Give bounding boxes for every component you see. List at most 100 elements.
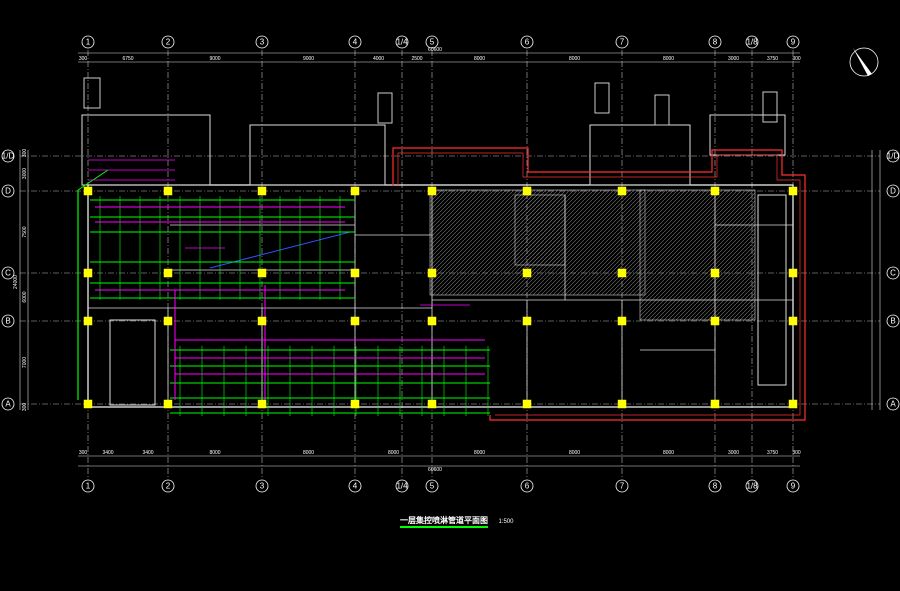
grid-label-row-left: 1/D: [2, 152, 15, 161]
grid-label-column-top: 4: [353, 38, 358, 47]
grid-label-column-top: 2: [166, 38, 171, 47]
dim-bottom: 8000: [388, 450, 399, 456]
structural-column: [788, 268, 798, 278]
grid-bubble: [348, 479, 362, 493]
fire-wall: [392, 147, 806, 421]
grid-bubble: [348, 35, 362, 49]
grid-label-row-left: B: [5, 317, 10, 326]
grid-label-column-bottom: 3: [260, 482, 265, 491]
grid-bubble: [161, 479, 175, 493]
structural-column: [427, 268, 437, 278]
dim-left: 300: [22, 149, 28, 158]
grid-label-row-right: B: [890, 317, 895, 326]
structural-column: [522, 316, 532, 326]
grid-bubble: [886, 184, 900, 198]
structural-column: [617, 268, 627, 278]
structural-column: [710, 399, 720, 409]
grid-bubble: [886, 314, 900, 328]
dim-top: 2500: [411, 56, 422, 62]
structural-column: [350, 399, 360, 409]
grid-label-row-left: A: [5, 400, 11, 409]
dim-bottom: 3750: [767, 450, 778, 456]
dim-top: 4000: [373, 56, 384, 62]
dim-top: 3750: [767, 56, 778, 62]
grid-bubble: [886, 397, 900, 411]
grid-label-column-top: 3: [260, 38, 265, 47]
structural-column: [522, 268, 532, 278]
hatched-room: [639, 189, 756, 321]
structural-column: [522, 186, 532, 196]
stair: [109, 319, 156, 406]
dim-left: 6000: [22, 291, 28, 302]
structural-column: [83, 186, 93, 196]
shaft: [594, 82, 610, 114]
grid-bubble: [161, 35, 175, 49]
annex-room: [589, 124, 691, 186]
dim-top: 6750: [122, 56, 133, 62]
grid-label-column-bottom: 6: [525, 482, 530, 491]
grid-label-column-bottom: 9: [791, 482, 796, 491]
grid-bubble: [886, 266, 900, 280]
dim-bottom: 3400: [102, 450, 113, 456]
grid-label-column-bottom: 4: [353, 482, 358, 491]
grid-bubble: [395, 35, 409, 49]
dim-top: 9000: [209, 56, 220, 62]
grid-label-column-top: 7: [620, 38, 625, 47]
grid-bubble: [520, 35, 534, 49]
structural-column: [163, 399, 173, 409]
grid-bubble: [1, 314, 15, 328]
dim-top: 300: [792, 56, 801, 62]
structural-column: [710, 186, 720, 196]
structural-column: [257, 316, 267, 326]
structural-column: [83, 399, 93, 409]
structural-column: [350, 186, 360, 196]
grid-label-column-top: 1: [86, 38, 91, 47]
grid-bubble: [615, 35, 629, 49]
grid-bubble: [745, 35, 759, 49]
structural-column: [788, 399, 798, 409]
grid-bubble: [425, 479, 439, 493]
dim-bottom: 8000: [569, 450, 580, 456]
structural-column: [788, 316, 798, 326]
shaft: [654, 94, 670, 126]
grid-label-column-bottom: 1: [86, 482, 91, 491]
shaft: [377, 92, 393, 124]
grid-bubble: [425, 35, 439, 49]
grid-bubble: [1, 149, 15, 163]
dim-top: 3000: [728, 56, 739, 62]
structural-column: [427, 186, 437, 196]
north-arrow-needle: [853, 48, 872, 76]
structural-column: [788, 186, 798, 196]
structural-column: [83, 268, 93, 278]
dim-bottom: 300: [79, 450, 88, 456]
structural-column: [257, 268, 267, 278]
dim-left: 7500: [22, 226, 28, 237]
grid-bubble: [81, 479, 95, 493]
north-arrow-icon: [849, 47, 879, 77]
structural-column: [257, 186, 267, 196]
structural-column: [617, 316, 627, 326]
grid-label-row-right: A: [890, 400, 896, 409]
shaft: [762, 91, 778, 123]
grid-label-column-bottom: 2: [166, 482, 171, 491]
dim-left-total: 24000: [13, 275, 19, 289]
dim-bottom: 3000: [728, 450, 739, 456]
dim-top: 300: [79, 56, 88, 62]
structural-column: [163, 186, 173, 196]
dim-bottom-total: 60600: [428, 467, 442, 473]
grid-bubble: [81, 35, 95, 49]
structural-column: [427, 399, 437, 409]
structural-column: [257, 399, 267, 409]
structural-column: [163, 268, 173, 278]
stair: [757, 194, 787, 386]
dim-bottom: 8000: [209, 450, 220, 456]
grid-label-row-left: C: [5, 269, 11, 278]
dim-top: 9000: [303, 56, 314, 62]
grid-bubble: [886, 149, 900, 163]
structural-column: [522, 399, 532, 409]
dim-top: 8000: [569, 56, 580, 62]
dim-top: 8000: [474, 56, 485, 62]
dim-bottom: 300: [792, 450, 801, 456]
grid-label-column-top: 5: [430, 38, 435, 47]
grid-bubble: [255, 479, 269, 493]
